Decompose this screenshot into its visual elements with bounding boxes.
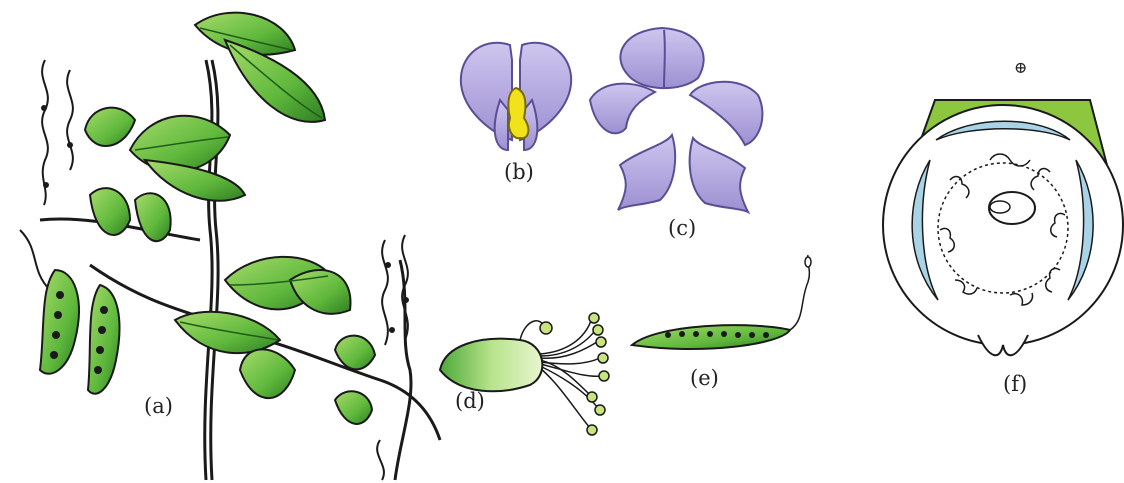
keel-petal-right <box>690 138 748 212</box>
label-e: (e) <box>690 366 719 390</box>
stamen-tube <box>440 313 609 435</box>
label-c: (c) <box>668 216 696 240</box>
keel-notch <box>978 335 1028 355</box>
flower-front-view <box>461 43 571 150</box>
ovule <box>990 201 1010 213</box>
wing-petal-left <box>590 84 655 134</box>
pea-pod <box>632 255 811 349</box>
standard-petal <box>620 28 703 88</box>
label-d: (d) <box>455 389 485 413</box>
label-f: (f) <box>1003 372 1027 396</box>
keel-petal-left <box>618 135 675 210</box>
pea-plant-illustration <box>20 13 440 480</box>
label-a: (a) <box>144 394 173 418</box>
label-b: (b) <box>504 160 534 184</box>
floral-diagram <box>883 100 1123 355</box>
dissected-petals <box>590 28 762 212</box>
pea-pods-on-plant <box>40 270 119 394</box>
wing-petal-right <box>690 82 762 145</box>
actinomorphic-symbol: ⊕ <box>1014 58 1027 77</box>
